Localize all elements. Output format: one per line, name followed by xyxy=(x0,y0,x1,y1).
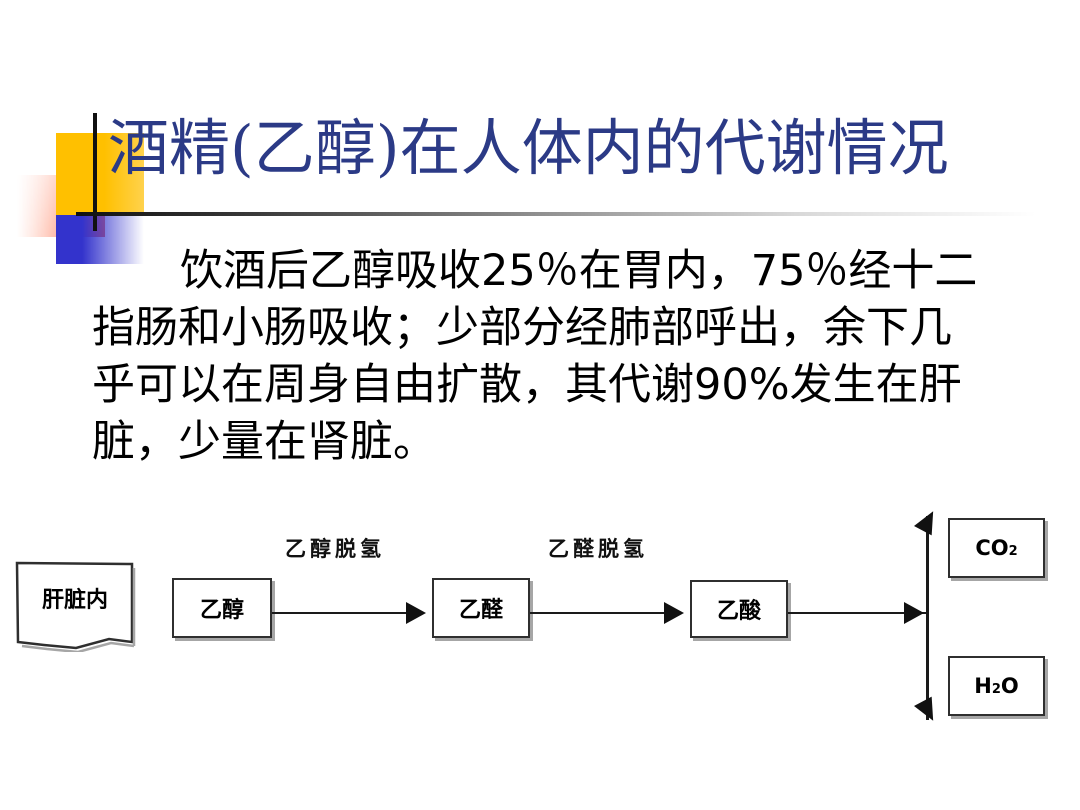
node-h2o-subscript: 2 xyxy=(991,682,1001,698)
node-h2o-label-h: H xyxy=(974,674,992,698)
node-acetaldehyde: 乙醛 xyxy=(432,578,530,638)
decoration-yellow-square xyxy=(56,133,144,215)
decoration-vertical-rule xyxy=(93,113,97,231)
node-acetic-acid: 乙酸 xyxy=(690,580,788,638)
arrowhead-icon-2 xyxy=(664,602,684,624)
body-paragraph: 饮酒后乙醇吸收25％在胃内，75％经十二指肠和小肠吸收；少部分经肺部呼出，余下几… xyxy=(92,246,978,467)
edge-label-alcohol-dehydrogenase: 乙醇脱氢 xyxy=(285,537,385,561)
node-liver-label: 肝脏内 xyxy=(41,588,108,613)
node-co2-subscript: 2 xyxy=(1008,544,1018,560)
arrowhead-icon-3 xyxy=(904,602,924,624)
edge-acetaldehyde-to-aceticacid xyxy=(530,612,680,614)
node-co2-label: CO xyxy=(975,536,1009,560)
arrowhead-icon-to-co2 xyxy=(914,506,942,536)
page-title: 酒精(乙醇)在人体内的代谢情况 xyxy=(108,113,949,184)
edge-ethanol-to-acetaldehyde xyxy=(272,612,422,614)
node-ethanol: 乙醇 xyxy=(172,578,272,638)
arrowhead-icon-1 xyxy=(406,602,426,624)
node-liver: 肝脏内 xyxy=(14,560,136,654)
edge-label-acetaldehyde-dehydrogenase: 乙醛脱氢 xyxy=(548,537,648,561)
title-underline-rule xyxy=(76,212,1076,216)
document-shape-icon xyxy=(15,561,136,654)
branch-vertical-connector xyxy=(926,516,929,720)
node-acetaldehyde-label: 乙醛 xyxy=(458,598,503,623)
node-h2o-label-o: O xyxy=(1000,674,1019,698)
node-ethanol-label: 乙醇 xyxy=(199,598,244,623)
arrowhead-icon-to-h2o xyxy=(914,696,942,726)
edge-aceticacid-to-branch xyxy=(788,612,928,614)
node-acetic-acid-label: 乙酸 xyxy=(716,599,761,624)
